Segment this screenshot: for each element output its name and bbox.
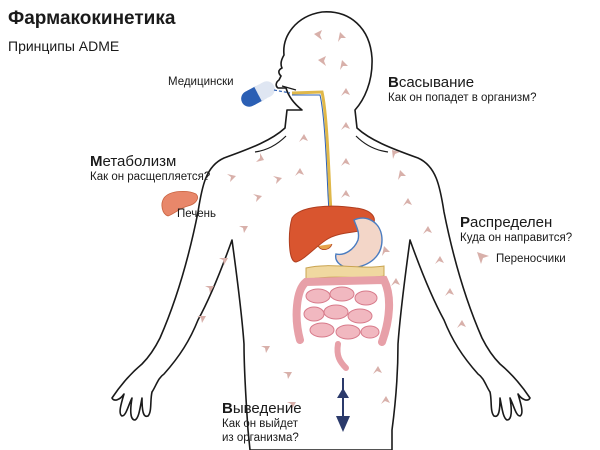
liver-label: Печень: [177, 208, 217, 220]
page-subtitle: Принципы ADME: [8, 38, 120, 54]
liver: [288, 205, 375, 263]
chevron-icon: [373, 366, 382, 374]
excretion-arrow-icon: [336, 378, 350, 432]
chevron-icon: [261, 346, 270, 353]
absorption-question: Как он попадет в организм?: [388, 92, 537, 104]
distribution-title: Распределен: [460, 214, 572, 231]
distribution-question: Куда он направится?: [460, 232, 573, 244]
collar-line: [355, 135, 389, 153]
stomach: [335, 217, 383, 269]
chevron-icon: [314, 30, 322, 40]
chevron-icon: [391, 278, 400, 286]
absorption-title-rest: сасывание: [398, 74, 475, 91]
chevron-icon: [423, 226, 432, 234]
absorption-title: Всасывание: [388, 74, 536, 91]
chevron-icon: [381, 396, 390, 404]
chevron-icon: [338, 32, 346, 42]
chevron-icon: [341, 122, 350, 130]
metabolism-question: Как он расщепляется?: [90, 171, 211, 183]
chevron-icon: [398, 170, 406, 180]
chevron-icon: [318, 56, 326, 66]
chevron-icon: [197, 316, 206, 323]
pill-path: [273, 89, 291, 94]
mouth: [281, 85, 297, 91]
medicine-label: Медицински: [168, 76, 234, 88]
carriers-legend-icon: [477, 252, 489, 264]
chevron-icon: [392, 150, 400, 159]
excretion-title-rest: ыведение: [232, 400, 302, 417]
small-intestine: [303, 286, 380, 340]
absorption-initial: В: [388, 74, 399, 91]
chevron-icon: [227, 174, 236, 182]
chevron-icon: [382, 246, 390, 256]
gallbladder: [317, 243, 333, 250]
chevron-icon: [295, 168, 304, 176]
page-title: Фармакокинетика: [8, 8, 176, 29]
excretion-title: Выведение: [222, 400, 302, 417]
excretion-question-line1: Как он выйдет: [222, 418, 299, 430]
chevron-icon: [239, 226, 248, 233]
distribution-arrows: [197, 30, 466, 409]
metabolism-title-rest: етаболизм: [102, 153, 177, 170]
chevron-icon: [403, 198, 412, 206]
rectum: [334, 341, 349, 371]
pill-icon: [241, 81, 275, 107]
chevron-icon: [435, 256, 444, 264]
distribution-initial: Р: [460, 214, 471, 231]
excretion-initial: В: [222, 400, 233, 417]
liver-icon: [161, 190, 198, 217]
metabolism-title: Метаболизм: [90, 153, 210, 170]
chevron-icon: [253, 194, 262, 202]
chevron-icon: [340, 60, 348, 70]
metabolism-section: Метаболизм Как он расщепляется?: [90, 153, 210, 184]
chevron-icon: [341, 88, 350, 96]
chevron-icon: [341, 158, 350, 166]
chevron-icon: [445, 288, 454, 296]
chevron-icon: [457, 320, 466, 328]
large-intestine: [292, 275, 394, 346]
chevron-icon: [341, 190, 350, 198]
carriers-label: Переносчики: [496, 253, 566, 265]
distribution-section: Распределен Куда он направится?: [460, 214, 572, 245]
chevron-icon: [299, 134, 308, 142]
esophagus: [291, 90, 334, 231]
chevron-icon: [287, 402, 296, 409]
collar-line: [254, 135, 287, 153]
absorption-section: Всасывание Как он попадет в организм?: [388, 74, 536, 105]
chevron-icon: [273, 176, 282, 184]
distribution-title-rest: аспределен: [470, 214, 553, 231]
chevron-icon: [283, 372, 292, 379]
chevron-icon: [219, 258, 228, 265]
esophagus-inner: [292, 94, 331, 231]
excretion-section: Выведение Как он выйдет из организма?: [222, 400, 302, 445]
chevron-icon: [256, 153, 264, 162]
excretion-question-line2: из организма?: [222, 432, 299, 444]
metabolism-initial: М: [90, 153, 103, 170]
chevron-icon: [205, 286, 214, 293]
